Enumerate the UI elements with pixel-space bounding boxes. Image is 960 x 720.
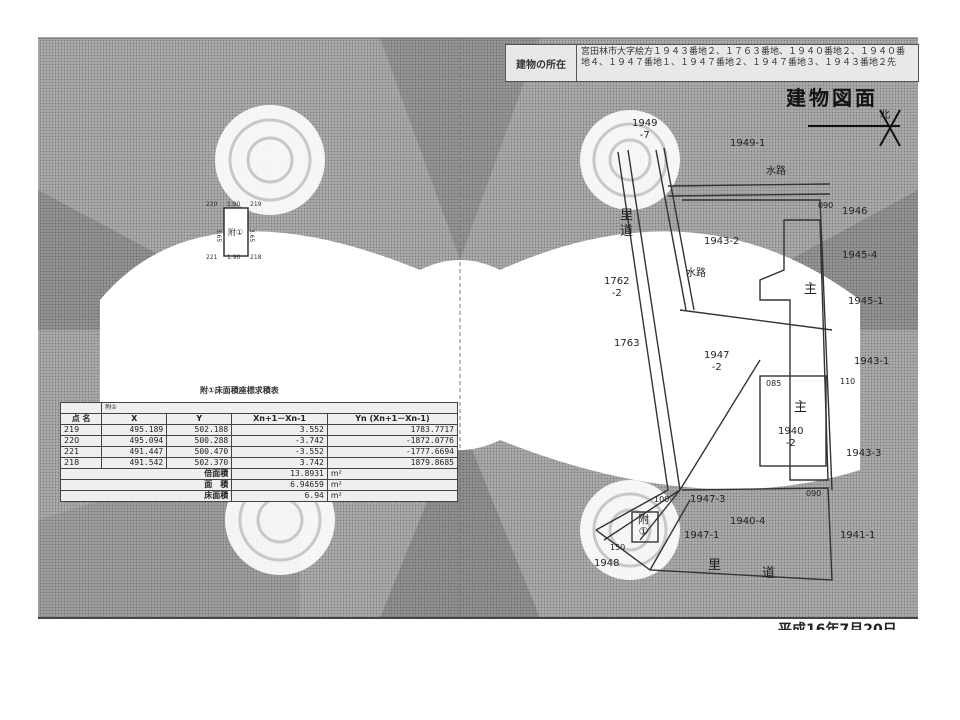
road-label-left-1: 里 — [620, 208, 634, 223]
lot-1943-1: 1943-1 — [854, 356, 890, 367]
cell-y: 502.370 — [166, 457, 233, 469]
col-y: Y — [166, 413, 233, 425]
lot-1945-1: 1945-1 — [848, 296, 884, 307]
cell-point: 219 — [59, 424, 103, 436]
annex-room-label: 附① — [228, 228, 244, 237]
road-label-bottom-2: 道 — [762, 566, 776, 581]
table-row: 220 495.094 500.288 -3.742 -1872.0776 — [59, 435, 459, 447]
area-table-title: 附①床面積座標求積表 — [200, 386, 279, 395]
cell-x-diff: 3.552 — [231, 424, 328, 436]
cell-y: 500.470 — [166, 446, 233, 458]
lot-1945-4: 1945-4 — [842, 250, 878, 261]
waterway-mid: 水路 — [686, 268, 706, 279]
drawing-title: 建物図面 — [786, 86, 878, 110]
table-subheader: 附① — [101, 402, 458, 414]
location-text: 宮田林市大字絵方１９４３番地２、１７６３番地、１９４０番地２、１９４０番地４、１… — [581, 47, 906, 68]
cell-x: 491.542 — [101, 457, 168, 469]
waterway-top: 水路 — [766, 166, 786, 177]
col-y-product: Yn (Xn+1－Xn-1) — [326, 413, 459, 425]
date-strip: 平成16年7月20日 — [778, 622, 897, 630]
dim-right: 3.65 — [248, 228, 256, 243]
lot-1943-2: 1943-2 — [704, 236, 740, 247]
location-label: 建物の所在 — [506, 45, 577, 81]
summary-label-area: 面 積 — [59, 479, 233, 491]
summary-row: 面 積 6.94659 m² — [59, 479, 459, 491]
table-header-row: 点 名 X Y Xn+1－Xn-1 Yn (Xn+1－Xn-1) — [59, 413, 459, 425]
cell-x-diff: -3.742 — [231, 435, 328, 447]
dim-left: 3.65 — [215, 228, 223, 243]
cell-x-diff: 3.742 — [231, 457, 328, 469]
cell-y: 500.288 — [166, 435, 233, 447]
table-row: 221 491.447 500.470 -3.552 -1777.6694 — [59, 446, 459, 458]
summary-value-double-area: 13.8931 — [231, 468, 328, 480]
cell-point: 218 — [59, 457, 103, 469]
col-point-name: 点 名 — [59, 413, 103, 425]
lot-1941-1: 1941-1 — [840, 530, 876, 541]
road-label-bottom-1: 里 — [708, 558, 722, 573]
cell-x: 495.094 — [101, 435, 168, 447]
lot-1762-2: 1762 -2 — [604, 276, 630, 299]
lot-1947-1: 1947-1 — [684, 530, 720, 541]
cell-x-diff: -3.552 — [231, 446, 328, 458]
table-row: 219 495.189 502.188 3.552 1783.7717 — [59, 424, 459, 436]
dim-top: 1.90 — [227, 201, 241, 208]
lot-1940-4: 1940-4 — [730, 516, 766, 527]
road-label-left-2: 道 — [620, 224, 634, 239]
corner-label-220: 220 — [206, 201, 218, 208]
cell-y-product: -1777.6694 — [326, 446, 459, 458]
north-label: 北 — [880, 110, 890, 121]
dist-090-top: 090 — [818, 201, 834, 210]
annex-label: 附 ① — [638, 513, 649, 538]
table-row: 218 491.542 502.370 3.742 1879.8685 — [59, 457, 459, 469]
lot-1948: 1948 — [594, 558, 620, 569]
cell-y-product: -1872.0776 — [326, 435, 459, 447]
lot-1949-7: 1949 -7 — [632, 118, 658, 141]
summary-label-double-area: 倍面積 — [59, 468, 233, 480]
cell-point: 220 — [59, 435, 103, 447]
summary-unit: m² — [326, 479, 459, 491]
corner-label-221: 221 — [206, 254, 218, 261]
dim-bottom: 1.90 — [227, 254, 241, 261]
area-table: 附① 点 名 X Y Xn+1－Xn-1 Yn (Xn+1－Xn-1) 219 … — [59, 402, 459, 502]
col-x: X — [101, 413, 168, 425]
dist-085: 085 — [766, 379, 782, 388]
lot-1943-3: 1943-3 — [846, 448, 882, 459]
lot-1946: 1946 — [842, 206, 868, 217]
table-subheader-row: 附① — [59, 402, 458, 414]
summary-row: 倍面積 13.8931 m² — [59, 468, 459, 480]
summary-value-floor-area: 6.94 — [231, 490, 328, 502]
lot-1763: 1763 — [614, 338, 640, 349]
col-x-diff: Xn+1－Xn-1 — [231, 413, 328, 425]
dist-090-bottom: 090 — [806, 489, 822, 498]
lot-1947-3: 1947-3 — [690, 494, 726, 505]
summary-unit: m² — [326, 490, 459, 502]
cell-x: 491.447 — [101, 446, 168, 458]
dist-100: 100 — [654, 495, 670, 504]
summary-label-floor-area: 床面積 — [59, 490, 233, 502]
cell-point: 221 — [59, 446, 103, 458]
summary-value-area: 6.94659 — [231, 479, 328, 491]
main-building-upper: 主 — [804, 282, 818, 297]
cell-y-product: 1879.8685 — [326, 457, 459, 469]
cell-x: 495.189 — [101, 424, 168, 436]
dist-110: 110 — [840, 377, 856, 386]
building-location-box: 建物の所在 宮田林市大字絵方１９４３番地２、１７６３番地、１９４０番地２、１９４… — [505, 44, 919, 82]
corner-label-218: 218 — [250, 254, 262, 261]
cell-y-product: 1783.7717 — [326, 424, 459, 436]
annex-floor-plan — [223, 207, 249, 257]
corner-label-219: 219 — [250, 201, 262, 208]
summary-row: 床面積 6.94 m² — [59, 490, 459, 502]
lot-1947-2: 1947 -2 — [704, 350, 730, 373]
dist-150: 150 — [610, 543, 626, 552]
main-building-lower: 主 — [794, 400, 808, 415]
cell-y: 502.188 — [166, 424, 233, 436]
summary-unit: m² — [326, 468, 459, 480]
lot-1940-2: 1940 -2 — [778, 426, 804, 449]
lot-1949-1: 1949-1 — [730, 138, 766, 149]
